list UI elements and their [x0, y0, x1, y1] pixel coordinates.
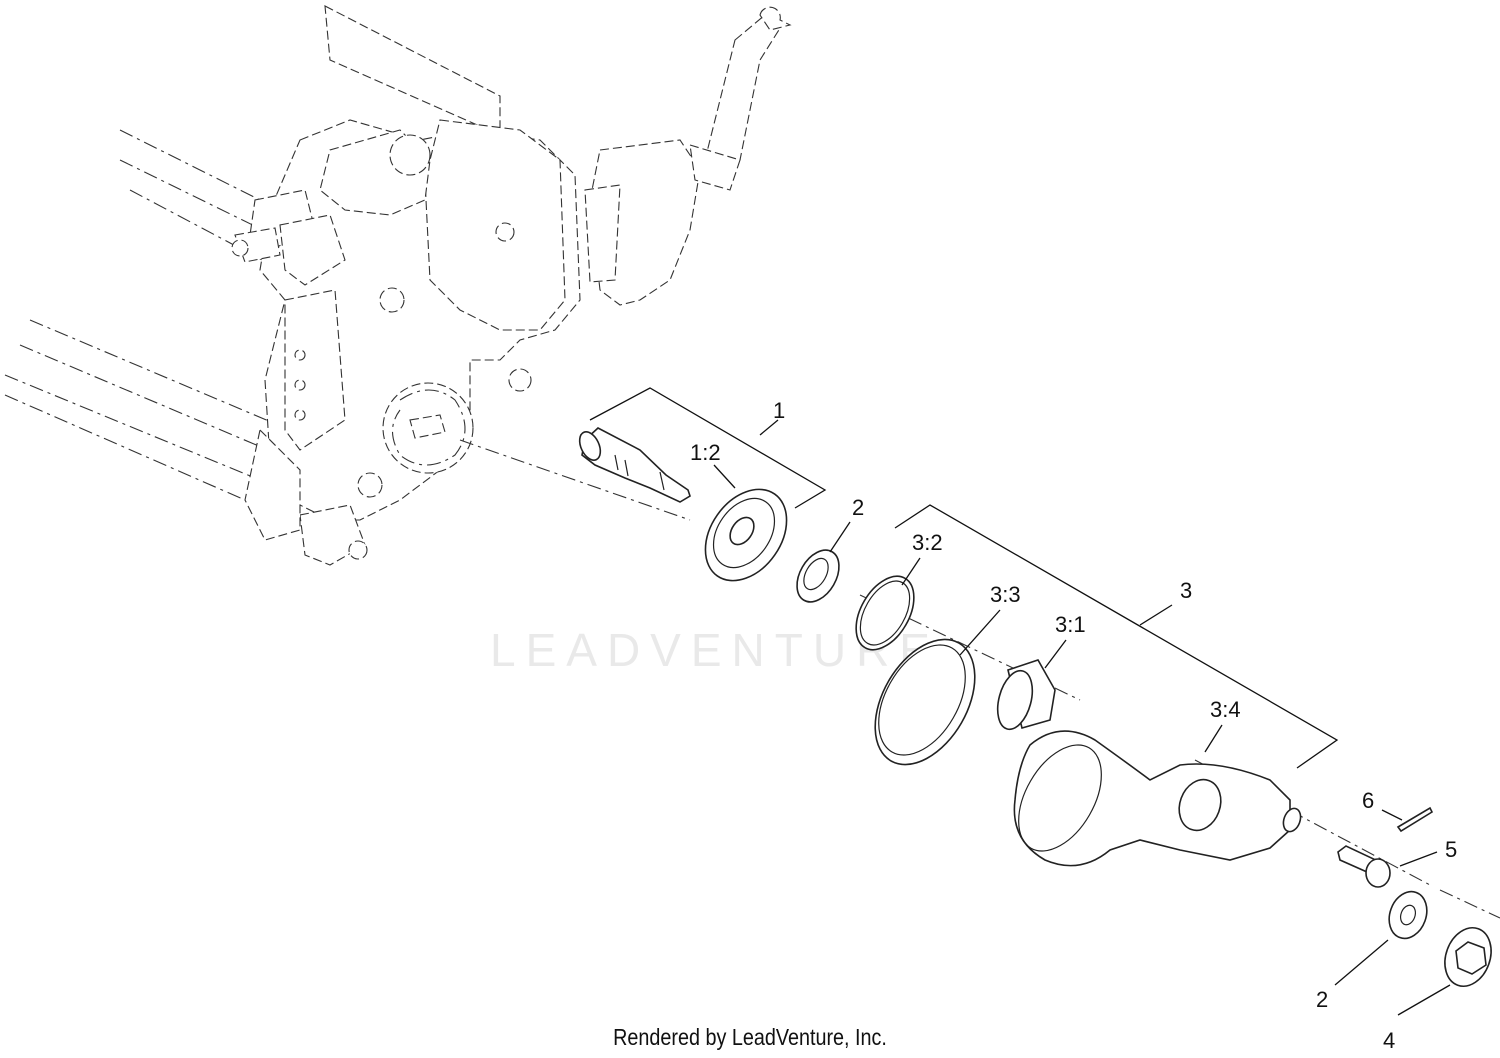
o-ring-part-3-2 [855, 575, 915, 651]
cotter-pin-part-6 [1396, 806, 1434, 833]
callout-3-1: 3:1 [1055, 612, 1086, 637]
clevis-pin-part-5 [1337, 845, 1391, 888]
callout-3-2: 3:2 [912, 530, 943, 555]
footer-credit: Rendered by LeadVenture, Inc. [613, 1024, 887, 1050]
shaft-part-1 [578, 427, 691, 503]
callout-3-4: 3:4 [1210, 697, 1241, 722]
washer-part-2-upper [796, 549, 840, 603]
callout-1-2: 1:2 [690, 440, 721, 465]
callout-3: 3 [1180, 578, 1192, 603]
callout-leaders [589, 387, 1451, 1016]
assembly-centerline [459, 439, 1500, 919]
callout-5: 5 [1445, 837, 1457, 862]
callout-3-3: 3:3 [990, 582, 1021, 607]
arm-part-3-4 [1013, 730, 1302, 867]
bushing-part-3-1 [996, 659, 1056, 731]
bearing-part-1-2 [704, 488, 788, 582]
callout-6: 6 [1362, 788, 1374, 813]
washer-part-2-lower [1388, 890, 1428, 940]
callout-2-lower: 2 [1316, 987, 1328, 1012]
callout-labels: 1 1:2 2 3:2 3:3 3:1 3 3:4 6 5 2 4 [690, 398, 1457, 1053]
reel-housing-phantom [4, 5, 792, 566]
callout-4: 4 [1383, 1028, 1395, 1053]
callout-1: 1 [773, 398, 785, 423]
seal-ring-part-3-3 [874, 638, 976, 766]
callout-2-upper: 2 [852, 495, 864, 520]
flange-nut-part-4 [1444, 927, 1492, 987]
